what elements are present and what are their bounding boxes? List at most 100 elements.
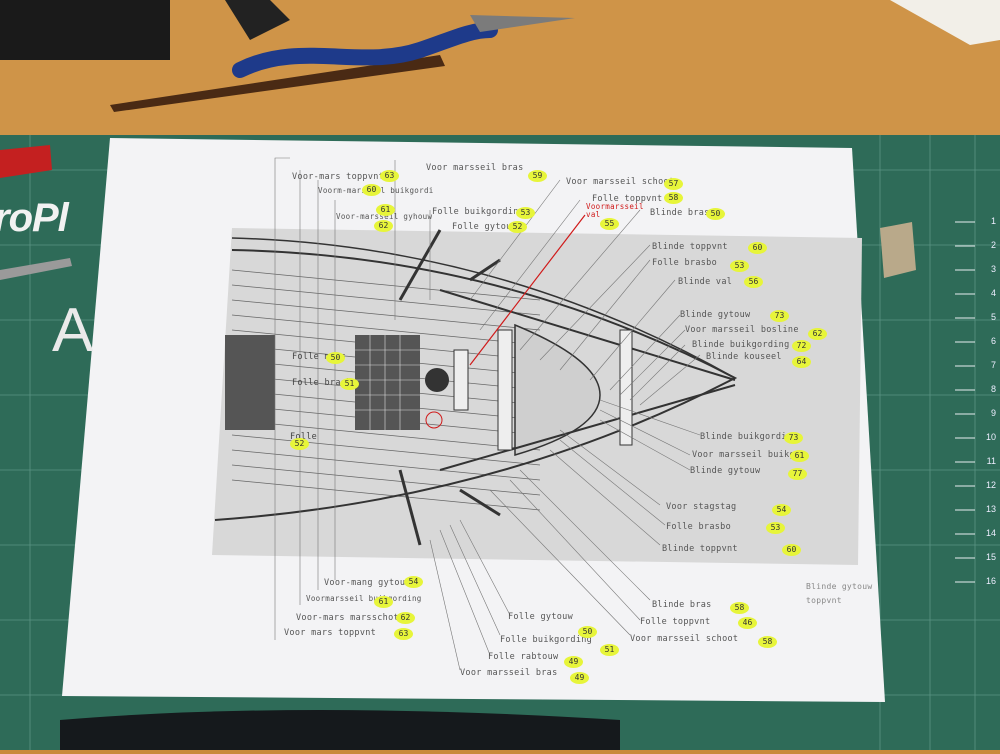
handwritten-side-note: Blinde gytouw toppvnt <box>806 582 873 605</box>
wooden-stick <box>110 55 445 112</box>
ruler-number: 12 <box>985 480 996 490</box>
highlighted-number: 63 <box>394 628 413 640</box>
annotation-label: Voor-marsseil gyhouw <box>336 212 433 221</box>
annotation-label: Blinde gytouw <box>690 466 761 476</box>
highlighted-number: 49 <box>570 672 589 684</box>
highlighted-number: 62 <box>808 328 827 340</box>
highlighted-number: 60 <box>782 544 801 556</box>
annotation-label: Voor marsseil bras <box>426 163 524 173</box>
annotation-label: Folle gytouw <box>508 612 574 622</box>
highlighted-number: 57 <box>664 178 683 190</box>
highlighted-number: 58 <box>758 636 777 648</box>
annotation-label: Blinde kouseel <box>706 352 782 362</box>
highlighted-number: 73 <box>770 310 789 322</box>
highlighted-number: 55 <box>600 218 619 230</box>
annotation-label: Voor marsseil buikg <box>692 450 795 460</box>
highlighted-number: 61 <box>790 450 809 462</box>
pliers-jaw <box>470 15 575 32</box>
mat-brand-logo: roPl <box>0 196 69 240</box>
highlighted-number: 63 <box>380 170 399 182</box>
highlighted-number: 61 <box>374 596 393 608</box>
highlighted-number: 49 <box>564 656 583 668</box>
annotation-label: Voor marsseil bras <box>460 668 558 678</box>
annotation-label: Voor-mars toppvnt <box>292 172 385 182</box>
annotation-label: Voor-mars marsschot <box>296 613 399 623</box>
highlighted-number: 73 <box>784 432 803 444</box>
ruler-number: 10 <box>985 432 996 442</box>
annotation-label: Voor marsseil bosline <box>685 325 799 335</box>
ruler-number: 6 <box>990 336 996 346</box>
annotation-label: Blinde bras <box>650 208 710 218</box>
highlighted-number: 53 <box>730 260 749 272</box>
annotation-label: Voor stagstag <box>666 502 737 512</box>
bowsprit <box>439 289 736 381</box>
highlighted-number: 54 <box>772 504 791 516</box>
annotation-label: Blinde buikgording <box>692 340 790 350</box>
ruler-number: 11 <box>986 456 996 466</box>
red-tool <box>0 145 52 178</box>
tool-black <box>225 0 290 40</box>
highlighted-number: 50 <box>578 626 597 638</box>
annotation-label: Folle brasbo <box>666 522 732 532</box>
pliers-handle <box>232 22 498 78</box>
annotation-label: Folle toppvnt <box>640 617 711 627</box>
annotation-label: Blinde toppvnt <box>662 544 738 554</box>
mat-letter: A <box>52 296 94 365</box>
annotation-label: Voormarsseil buikgording <box>306 594 422 603</box>
highlighted-number: 52 <box>290 438 309 450</box>
annotation-label: Folle buikgording <box>432 207 525 217</box>
highlighted-number: 77 <box>788 468 807 480</box>
leader-lines <box>274 157 701 671</box>
highlighted-number: 60 <box>748 242 767 254</box>
annotation-label: Folle toppvnt <box>592 194 663 204</box>
highlighted-number: 51 <box>600 644 619 656</box>
grate-right <box>355 335 420 430</box>
ruler-number: 2 <box>990 240 996 250</box>
annotation-label: Blinde gytouw <box>680 310 751 320</box>
ruler-number: 14 <box>985 528 996 538</box>
dark-object <box>0 0 170 60</box>
grate-left <box>225 335 275 430</box>
ruler-number: 4 <box>990 288 996 298</box>
annotation-label: Blinde val <box>678 277 733 287</box>
highlighted-number: 52 <box>508 221 527 233</box>
highlighted-number: 58 <box>730 602 749 614</box>
highlighted-number: 50 <box>706 208 725 220</box>
annotation-label: Voor mars toppvnt <box>284 628 377 638</box>
highlighted-number: 64 <box>792 356 811 368</box>
annotation-label: Folle brasbo <box>652 258 718 268</box>
highlighted-number: 51 <box>340 378 359 390</box>
tweezers <box>0 258 72 280</box>
ruler-number: 1 <box>990 216 996 226</box>
annotation-label: Folle rabtouw <box>488 652 559 662</box>
highlighted-number: 60 <box>362 184 381 196</box>
highlighted-number: 58 <box>664 192 683 204</box>
red-leader <box>469 214 586 366</box>
annotation-label: Voor-mang gytouw <box>324 578 411 588</box>
annotation-label: Blinde bras <box>652 600 712 610</box>
annotation-label: Folle brasbo <box>292 378 358 388</box>
highlighted-number: 50 <box>326 352 345 364</box>
ruler-number: 9 <box>990 408 996 418</box>
ruler-number: 15 <box>985 552 996 562</box>
red-annotation-label: Voormarsseil val <box>586 202 644 219</box>
paper-corner <box>890 0 1000 45</box>
highlighted-number: 72 <box>792 340 811 352</box>
annotation-label: Blinde toppvnt <box>652 242 728 252</box>
highlighted-number: 56 <box>744 276 763 288</box>
bowsprit-cap <box>619 329 633 446</box>
highlighted-number: 53 <box>516 207 535 219</box>
ruler-number: 13 <box>985 504 996 514</box>
ruler-number: 16 <box>985 576 996 586</box>
annotation-label: Folle gytouw <box>452 222 518 232</box>
highlighted-number: 46 <box>738 617 757 629</box>
highlighted-number: 62 <box>374 220 393 232</box>
highlighted-number: 61 <box>376 204 395 216</box>
annotation-label: Folle buikgording <box>500 635 593 645</box>
annotation-label: Blinde buikgording <box>700 432 798 442</box>
ruler-number: 7 <box>990 360 996 370</box>
highlighted-number: 62 <box>396 612 415 624</box>
annotation-label: Folle <box>290 432 318 442</box>
